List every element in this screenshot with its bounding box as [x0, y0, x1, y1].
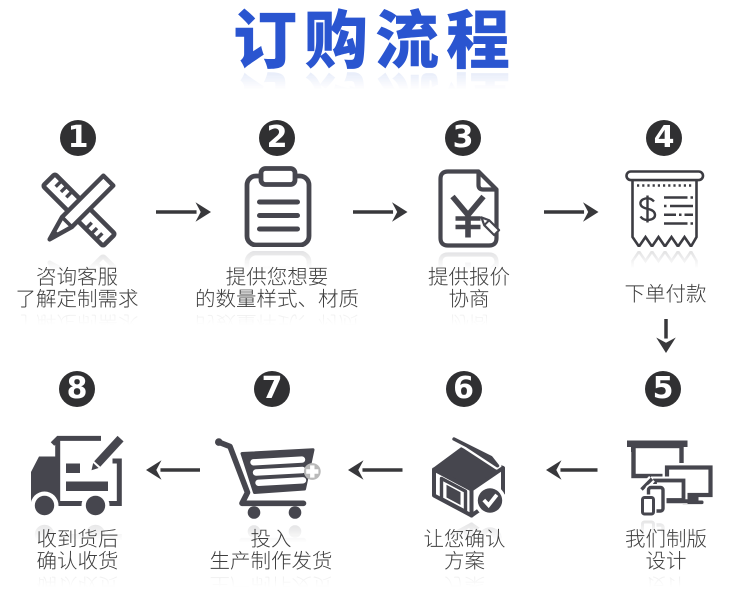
step-label-line: 投入 [250, 521, 292, 552]
step-2-label: 提供您想要的数量样式、材质 [195, 262, 359, 310]
step-number: 4 [653, 120, 675, 155]
step-label-line: 方案 [444, 544, 485, 574]
step-label-line: 提供您想要 [225, 259, 329, 290]
pencil-ruler-icon [41, 172, 117, 248]
step-1-label: 咨询客服了解定制需求 [16, 262, 139, 310]
step-label-line: 下单付款 [624, 276, 707, 307]
step-6-label: 让您确认方案 [424, 524, 506, 572]
step-label-line: 我们制版 [625, 521, 707, 552]
arrow-step4-to-step5 [655, 319, 676, 353]
step-label-line: 确认收货 [36, 544, 119, 574]
price-document-icon [438, 169, 501, 248]
step-8-number-badge: 8 [59, 371, 95, 407]
step-label-line: 了解定制需求 [15, 282, 139, 312]
step-label-line: 让您确认 [423, 521, 506, 552]
step-7-number-badge: 7 [254, 371, 290, 407]
step-label-line: 生产制作发货 [209, 544, 333, 574]
step-number: 7 [261, 371, 283, 406]
clipboard-icon [244, 166, 312, 247]
step-number: 8 [66, 371, 88, 406]
step-label-line: 收到货后 [36, 521, 119, 552]
package-check-icon [432, 435, 506, 518]
arrow-step6-to-step7 [348, 460, 403, 480]
arrow-step1-to-step2 [156, 202, 211, 222]
step-4-number-badge: 4 [646, 120, 682, 156]
step-8-label: 收到货后确认收货 [37, 524, 119, 572]
arrow-step3-to-step4 [543, 202, 598, 222]
step-label-line: 提供报价 [428, 259, 510, 290]
step-7-label: 投入生产制作发货 [210, 524, 333, 572]
step-4-label: 下单付款 [625, 268, 707, 316]
step-number: 1 [67, 120, 89, 155]
step-number: 5 [652, 371, 674, 406]
devices-icon [627, 440, 714, 516]
step-3-label: 提供报价协商 [428, 262, 510, 310]
arrow-step5-to-step6 [546, 460, 598, 480]
step-5-number-badge: 5 [645, 371, 681, 407]
step-label-line: 协商 [448, 282, 490, 312]
step-1-number-badge: 1 [60, 120, 96, 156]
step-5-label: 我们制版设计 [625, 524, 707, 572]
receipt-icon [625, 170, 705, 247]
cart-plus-icon [215, 438, 321, 519]
arrow-step7-to-step8 [146, 460, 200, 480]
page-title: 订购流程 [233, 0, 517, 82]
step-label-line: 设计 [645, 544, 687, 574]
step-2-number-badge: 2 [259, 120, 295, 156]
arrow-step2-to-step3 [353, 202, 408, 222]
step-number: 2 [266, 120, 288, 155]
step-number: 6 [453, 371, 474, 406]
step-number: 3 [452, 120, 474, 155]
step-label-line: 咨询客服 [36, 259, 118, 290]
delivery-truck-icon [30, 434, 125, 518]
step-label-line: 的数量样式、材质 [195, 282, 359, 312]
step-6-number-badge: 6 [445, 371, 482, 407]
step-3-number-badge: 3 [445, 120, 481, 156]
